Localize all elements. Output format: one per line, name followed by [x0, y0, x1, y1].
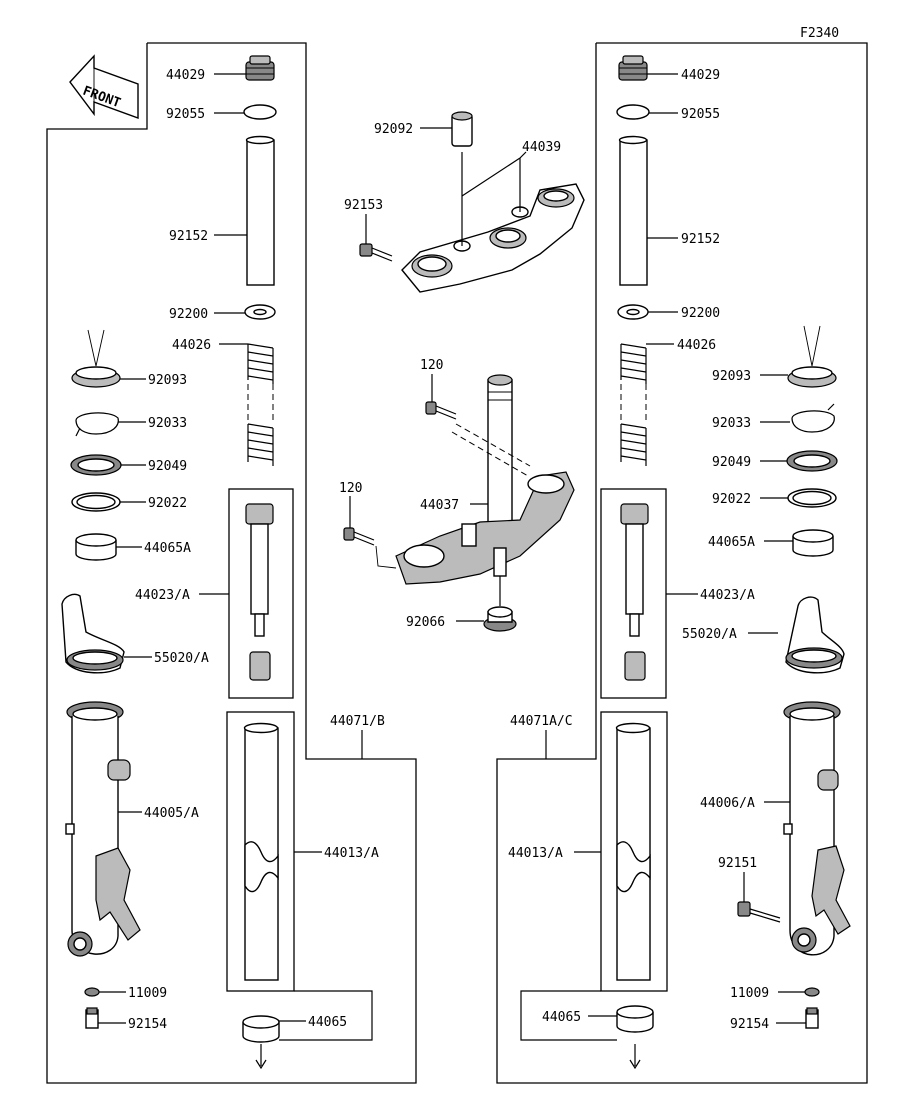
right-bolt-92151 — [737, 901, 781, 923]
right-gasket-11009 — [804, 987, 820, 997]
center-nut-92066 — [483, 606, 517, 632]
left-cap-bolt-44029 — [245, 55, 275, 81]
label-l-92093: 92093 — [148, 373, 187, 388]
label-r-92154: 92154 — [730, 1017, 769, 1032]
label-l-44029: 44029 — [166, 68, 205, 83]
right-bolt-92154 — [805, 1007, 819, 1029]
left-cartridge-44023A — [245, 503, 274, 681]
label-r-92049: 92049 — [712, 455, 751, 470]
label-r-92093: 92093 — [712, 369, 751, 384]
label-c-92066: 92066 — [406, 615, 445, 630]
label-l-44065A: 44065A — [144, 541, 191, 556]
label-l-44023A: 44023/A — [135, 588, 190, 603]
leader-lines — [98, 73, 806, 1041]
left-gasket-11009 — [84, 987, 100, 997]
label-r-44071AC: 44071A/C — [510, 714, 573, 729]
label-c-92153: 92153 — [344, 198, 383, 213]
figure-code: F2340 — [800, 26, 839, 41]
left-assembly-outline — [46, 42, 417, 1084]
center-bolt-92153 — [359, 243, 393, 262]
label-r-11009: 11009 — [730, 986, 769, 1001]
label-l-92055: 92055 — [166, 107, 205, 122]
label-c-44037: 44037 — [420, 498, 459, 513]
label-c-120b: 120 — [339, 481, 362, 496]
center-steering-stem-44037 — [395, 374, 575, 585]
right-dust-seal-92093 — [787, 325, 837, 388]
label-l-92022: 92022 — [148, 496, 187, 511]
right-cartridge-44023A — [620, 503, 649, 681]
center-spacer-92092 — [451, 111, 473, 147]
label-r-92055: 92055 — [681, 107, 720, 122]
left-spring-44026 — [247, 343, 274, 466]
label-l-44005A: 44005/A — [144, 806, 199, 821]
label-r-92200: 92200 — [681, 306, 720, 321]
left-outer-tube-44005A — [65, 701, 141, 957]
label-l-92152: 92152 — [169, 229, 208, 244]
left-fork-guard-55020A — [61, 593, 125, 674]
label-l-44065: 44065 — [308, 1015, 347, 1030]
label-r-44013A: 44013/A — [508, 846, 563, 861]
right-cap-bolt-44029 — [618, 55, 648, 81]
left-collar-92152 — [245, 135, 275, 286]
left-bushing-44065 — [242, 1015, 280, 1043]
label-r-92033: 92033 — [712, 416, 751, 431]
right-circlip-92033 — [791, 403, 835, 433]
center-bolt-120-lower — [343, 527, 375, 546]
label-l-55020A: 55020/A — [154, 651, 209, 666]
label-r-55020A: 55020/A — [682, 627, 737, 642]
right-outer-tube-44006A — [783, 701, 851, 956]
label-c-92092: 92092 — [374, 122, 413, 137]
left-dust-seal-92093 — [71, 329, 121, 388]
label-c-44039: 44039 — [522, 140, 561, 155]
right-o-ring-92055 — [616, 104, 650, 120]
right-bottom-arrow — [629, 1044, 641, 1070]
label-r-92151: 92151 — [718, 856, 757, 871]
label-l-92033: 92033 — [148, 416, 187, 431]
left-bushing-44065A — [75, 533, 117, 561]
label-l-92200: 92200 — [169, 307, 208, 322]
left-o-ring-92055 — [243, 104, 277, 120]
label-c-120a: 120 — [420, 358, 443, 373]
left-washer-92022 — [71, 492, 121, 512]
label-l-44071B: 44071/B — [330, 714, 385, 729]
right-oil-seal-92049 — [786, 450, 838, 472]
left-bottom-arrow — [255, 1044, 267, 1070]
front-arrow-icon: FRONT — [69, 54, 139, 119]
left-washer-92200 — [244, 304, 276, 320]
left-bolt-92154 — [85, 1007, 99, 1029]
right-washer-92022 — [787, 488, 837, 508]
label-l-11009: 11009 — [128, 986, 167, 1001]
right-bushing-44065A — [792, 529, 834, 557]
label-l-44026: 44026 — [172, 338, 211, 353]
label-l-44013A: 44013/A — [324, 846, 379, 861]
right-spring-44026 — [620, 343, 647, 466]
left-oil-seal-92049 — [70, 454, 122, 476]
right-collar-92152 — [618, 135, 648, 286]
right-bushing-44065 — [616, 1005, 654, 1033]
center-dashed-guides — [451, 423, 531, 477]
label-r-44006A: 44006/A — [700, 796, 755, 811]
label-r-44023A: 44023/A — [700, 588, 755, 603]
label-r-44029: 44029 — [681, 68, 720, 83]
right-inner-tube-44013A — [615, 722, 651, 981]
right-fork-guard-55020A — [785, 596, 845, 674]
label-l-92154: 92154 — [128, 1017, 167, 1032]
center-bolt-guide-lower — [375, 545, 397, 569]
center-bolt-120-upper — [425, 401, 457, 420]
label-r-92152: 92152 — [681, 232, 720, 247]
right-washer-92200 — [617, 304, 649, 320]
label-l-92049: 92049 — [148, 459, 187, 474]
right-assembly-outline — [496, 42, 868, 1084]
center-upper-bracket-44039 — [401, 183, 585, 293]
label-r-44026: 44026 — [677, 338, 716, 353]
label-r-44065: 44065 — [542, 1010, 581, 1025]
left-inner-tube-44013A — [243, 722, 279, 981]
left-circlip-92033 — [75, 412, 119, 437]
label-r-92022: 92022 — [712, 492, 751, 507]
label-r-44065A: 44065A — [708, 535, 755, 550]
